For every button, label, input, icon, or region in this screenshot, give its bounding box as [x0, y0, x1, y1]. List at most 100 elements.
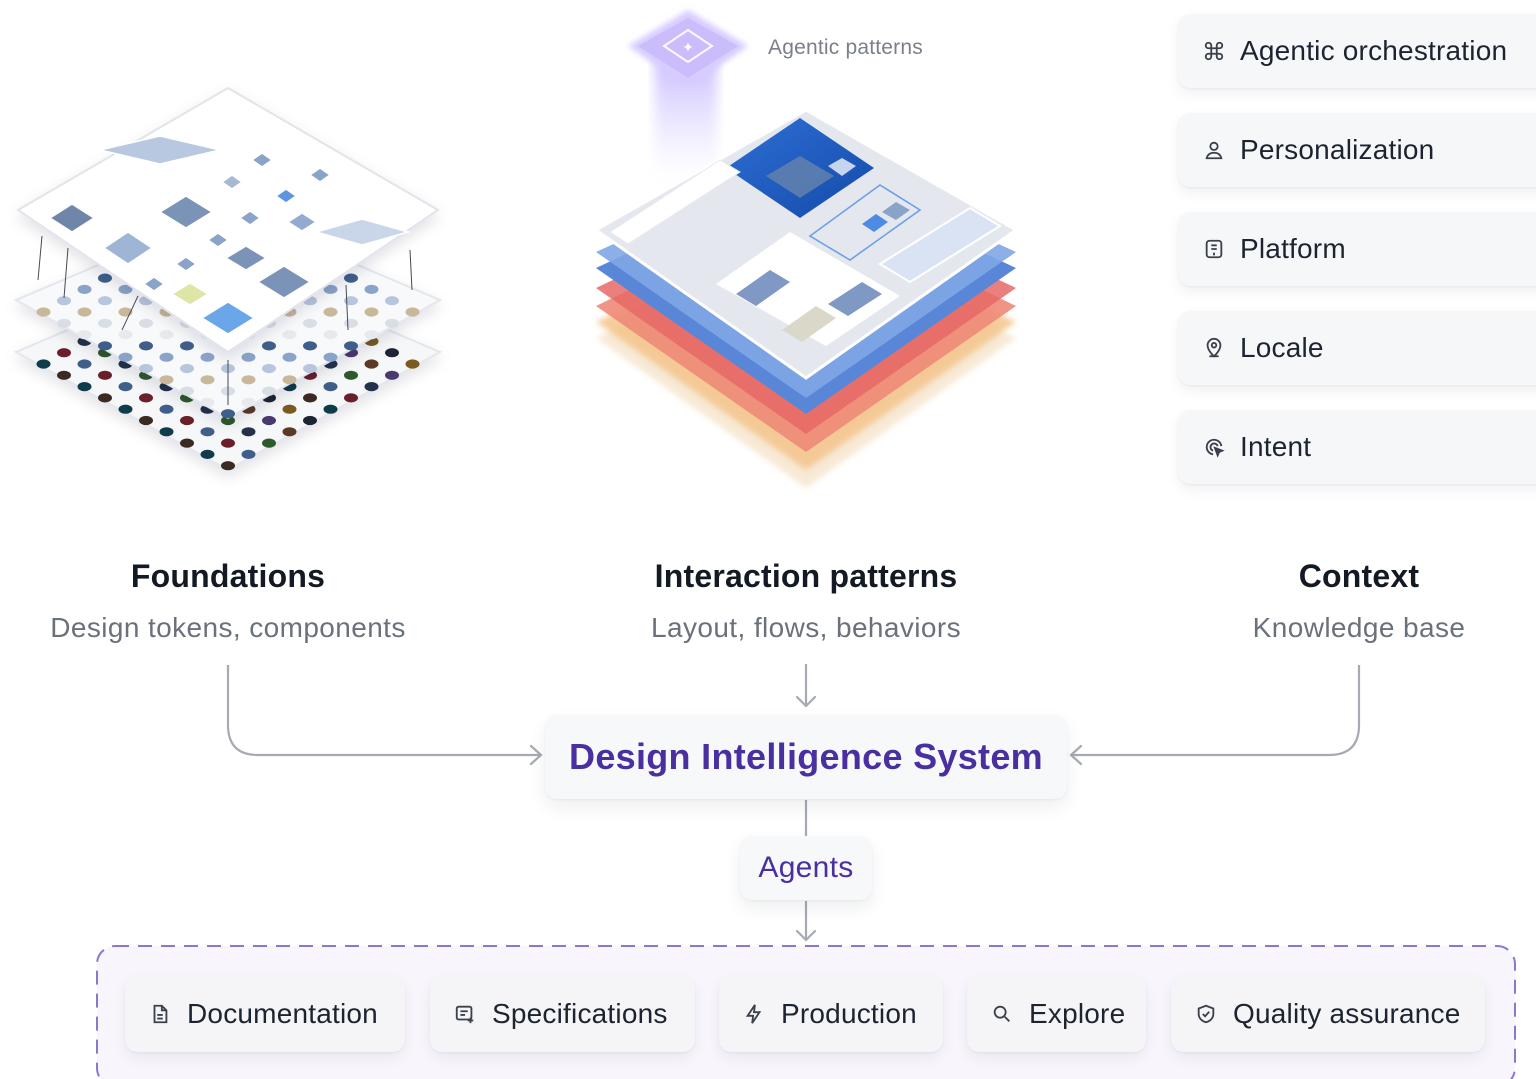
token-dot [180, 415, 194, 426]
component-tile [142, 276, 166, 292]
output-explore[interactable]: Explore [967, 976, 1146, 1052]
token-dot [159, 427, 174, 437]
interaction-illustration: ✦ [593, 10, 1019, 488]
token-dot [323, 382, 338, 392]
context-item-agentic-orchestration[interactable]: Agentic orchestration [1178, 14, 1536, 88]
component-tile [48, 203, 96, 233]
agents-box[interactable]: Agents [740, 836, 872, 900]
output-quality-assurance[interactable]: Quality assurance [1171, 976, 1485, 1052]
token-dot [139, 363, 153, 374]
token-dot [282, 352, 297, 362]
context-item-personalization[interactable]: Personalization [1178, 113, 1536, 187]
token-dot [118, 284, 133, 294]
component-tile [274, 188, 298, 204]
token-dot [262, 386, 276, 396]
token-dot [323, 352, 338, 362]
token-dot [118, 330, 133, 340]
component-tile [158, 195, 214, 229]
context-title: Context [1298, 558, 1420, 594]
design-intelligence-system-box[interactable]: Design Intelligence System [545, 715, 1067, 799]
foundations-connector [226, 665, 540, 757]
shield-check-icon [1193, 1001, 1219, 1027]
agents-outputs-arrowhead [795, 929, 817, 942]
token-dot [200, 427, 215, 437]
token-dot [57, 318, 71, 328]
search-icon [989, 1001, 1015, 1027]
interaction-patterns-title: Interaction patterns [654, 558, 958, 594]
token-dot [159, 404, 174, 414]
context-connector [1072, 665, 1361, 757]
output-label: Production [781, 998, 917, 1029]
token-dot [282, 330, 297, 340]
context-label: Intent [1240, 431, 1312, 462]
context-item-intent[interactable]: Intent [1178, 410, 1536, 484]
context-arrowhead [1069, 744, 1083, 766]
token-dot [57, 348, 71, 358]
token-dot [77, 330, 92, 340]
sparkle-icon: ✦ [682, 40, 694, 56]
token-dot [385, 348, 399, 358]
token-dot [262, 363, 276, 374]
component-tile [308, 167, 332, 183]
command-icon [1202, 39, 1226, 63]
design-intelligence-system-label: Design Intelligence System [569, 736, 1043, 777]
token-dot [180, 386, 194, 396]
token-dot [98, 296, 112, 306]
token-dot [77, 382, 92, 392]
user-icon [1202, 138, 1226, 162]
agents-label: Agents [758, 851, 854, 884]
token-dot [180, 363, 194, 374]
token-dot [303, 393, 317, 403]
foundations-subtitle: Design tokens, components [50, 612, 406, 643]
location-pin-icon [1202, 336, 1226, 360]
token-dot [180, 438, 194, 448]
token-dot [385, 296, 399, 306]
token-dot [282, 404, 297, 414]
token-dot [282, 375, 297, 385]
token-dot [139, 341, 153, 351]
token-dot [139, 318, 153, 328]
context-subtitle: Knowledge base [1252, 612, 1466, 643]
token-dot [57, 296, 71, 306]
token-dot [323, 307, 338, 317]
token-dot [241, 375, 256, 385]
output-label: Explore [1029, 998, 1126, 1029]
token-dot [303, 363, 317, 374]
context-item-locale[interactable]: Locale [1178, 311, 1536, 385]
output-label: Documentation [187, 998, 378, 1029]
output-specifications[interactable]: Specifications [430, 976, 695, 1052]
token-dot [262, 438, 276, 448]
output-production[interactable]: Production [719, 976, 943, 1052]
token-dot [364, 330, 379, 340]
token-dot [364, 284, 379, 294]
token-dot [364, 307, 379, 317]
token-dot [36, 359, 51, 369]
component-tile [206, 232, 230, 248]
context-label: Platform [1240, 233, 1346, 264]
token-dot [262, 415, 276, 426]
token-dot [364, 382, 379, 392]
context-item-platform[interactable]: Platform [1178, 212, 1536, 286]
token-dot [323, 330, 338, 340]
token-dot [200, 449, 215, 459]
token-dot [241, 352, 256, 362]
component-tile [256, 265, 312, 299]
target-cursor-icon [1202, 435, 1226, 459]
component-tile [286, 212, 318, 232]
token-dot [303, 415, 317, 426]
token-dot [98, 318, 112, 328]
token-dot [221, 409, 235, 419]
token-dot [405, 307, 420, 317]
token-dot [200, 397, 215, 407]
component-tile [220, 174, 244, 190]
token-dot [98, 341, 112, 351]
foundations-arrowhead [529, 744, 543, 766]
token-dot [364, 359, 379, 369]
token-dot [77, 284, 92, 294]
context-label: Personalization [1240, 134, 1435, 165]
token-dot [221, 415, 235, 426]
output-documentation[interactable]: Documentation [125, 976, 405, 1052]
token-dot [77, 307, 92, 317]
token-dot [303, 341, 317, 351]
token-dot [405, 359, 420, 369]
